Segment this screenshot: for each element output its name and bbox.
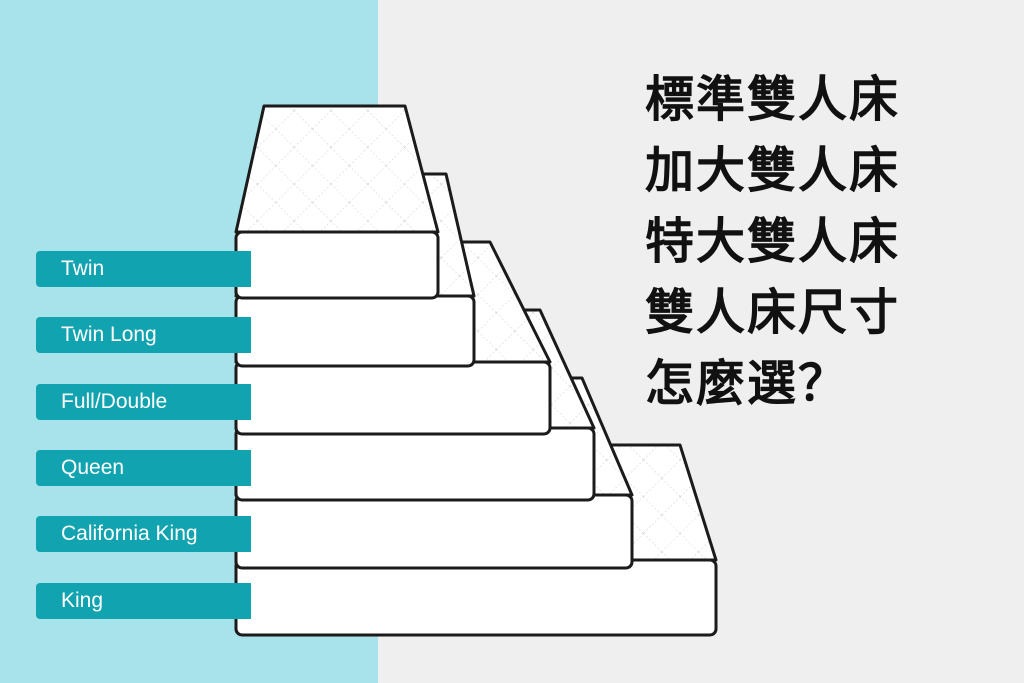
mattress-twin — [234, 104, 440, 300]
size-label-twin: Twin — [36, 251, 251, 287]
headline-line-5: 怎麼選？ — [645, 355, 850, 412]
headline-line-2: 加大雙人床 — [645, 142, 901, 199]
headline-line-3: 特大雙人床 — [645, 213, 901, 270]
headline-line-1: 標準雙人床 — [645, 71, 901, 128]
headline-line-4: 雙人床尺寸 — [645, 284, 901, 341]
size-label-california-king: California King — [36, 516, 251, 552]
size-label-queen: Queen — [36, 450, 251, 486]
headline: 標準雙人床 加大雙人床 特大雙人床 雙人床尺寸 怎麼選？ — [645, 64, 1005, 419]
size-label-king: King — [36, 583, 251, 619]
size-label-full-double: Full/Double — [36, 384, 251, 420]
size-label-twin-long: Twin Long — [36, 317, 251, 353]
